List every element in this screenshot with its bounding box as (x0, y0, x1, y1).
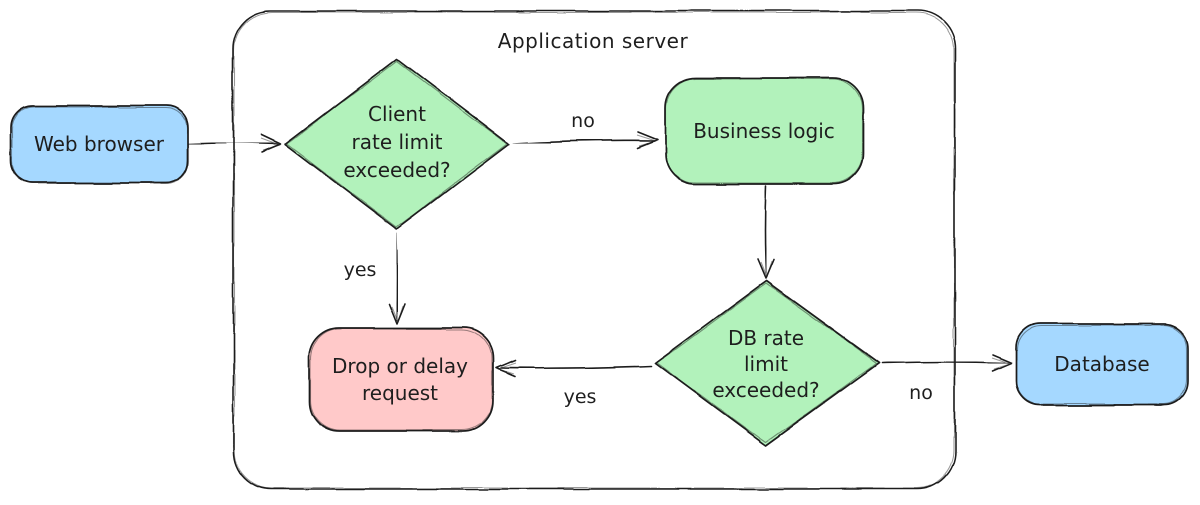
web-browser-node[interactable]: Web browser (10, 105, 189, 184)
business-logic-shape (664, 77, 864, 185)
application-server-title: Application server (498, 29, 689, 53)
business-logic-shape-sketch (665, 78, 863, 184)
arrow-head-sketch (391, 305, 404, 323)
arrow-client-check-to-business[interactable]: no (512, 110, 659, 149)
arrow-shaft (512, 139, 654, 144)
arrow-shaft (396, 232, 399, 321)
client-rate-check-label-line1: Client (368, 102, 426, 126)
arrow-head-sketch (760, 260, 773, 278)
arrow-head (388, 303, 406, 325)
arrow-head (757, 258, 775, 279)
arrow-head (495, 359, 516, 377)
arrow-head (992, 354, 1013, 372)
edge-label-no: no (909, 382, 933, 404)
arrow-db-check-to-database[interactable]: no (881, 354, 1013, 404)
edge-label-no: no (571, 110, 595, 132)
db-rate-check-node[interactable]: DB rate limit exceeded? (654, 280, 880, 446)
drop-or-delay-node[interactable]: Drop or delay request (308, 327, 494, 432)
arrow-shaft (881, 361, 1009, 364)
client-rate-check-shape (284, 58, 510, 230)
db-rate-check-shape (654, 280, 880, 446)
client-rate-check-label-line3: exceeded? (343, 158, 450, 182)
arrow-head (637, 131, 659, 149)
web-browser-label: Web browser (34, 132, 165, 156)
database-node[interactable]: Database (1015, 323, 1189, 406)
arrow-head (261, 134, 282, 153)
business-logic-label: Business logic (693, 119, 835, 143)
arrow-db-check-to-drop[interactable]: yes (495, 359, 652, 408)
application-server-container[interactable]: Application server (232, 10, 956, 490)
arrow-business-to-db-check[interactable] (757, 185, 775, 279)
drop-or-delay-label-line2: request (362, 381, 438, 405)
client-rate-check-label-line2: rate limit (352, 130, 443, 154)
business-logic-node[interactable]: Business logic (664, 77, 864, 185)
client-rate-check-shape-sketch (286, 60, 508, 228)
arrow-shaft (764, 185, 767, 275)
arrow-head-sketch (497, 362, 517, 375)
drop-or-delay-shape (308, 327, 494, 432)
drop-or-delay-label-line1: Drop or delay (332, 354, 468, 378)
db-rate-check-shape-sketch (656, 282, 878, 444)
database-shape (1015, 323, 1189, 406)
db-rate-check-label-line1: DB rate (728, 326, 804, 350)
db-rate-check-label-line3: exceeded? (712, 378, 819, 402)
arrow-head-sketch (260, 137, 281, 151)
arrow-shaft (500, 365, 652, 370)
web-browser-shape-sketch (11, 106, 189, 184)
arrow-head-sketch (636, 134, 657, 147)
arrow-head-sketch (991, 357, 1011, 370)
arrow-shaft (188, 142, 278, 145)
database-shape-sketch (1016, 324, 1188, 405)
db-rate-check-label-line2: limit (744, 352, 788, 376)
edge-label-yes: yes (344, 259, 377, 281)
container-outline (232, 10, 956, 490)
client-rate-check-node[interactable]: Client rate limit exceeded? (284, 58, 510, 230)
arrow-browser-to-client-check[interactable] (188, 134, 282, 153)
container-outline-sketch (233, 11, 955, 489)
database-label: Database (1054, 352, 1149, 376)
drop-or-delay-shape-sketch (309, 328, 493, 431)
edge-label-yes: yes (564, 386, 597, 408)
arrow-client-check-to-drop[interactable]: yes (344, 232, 406, 325)
